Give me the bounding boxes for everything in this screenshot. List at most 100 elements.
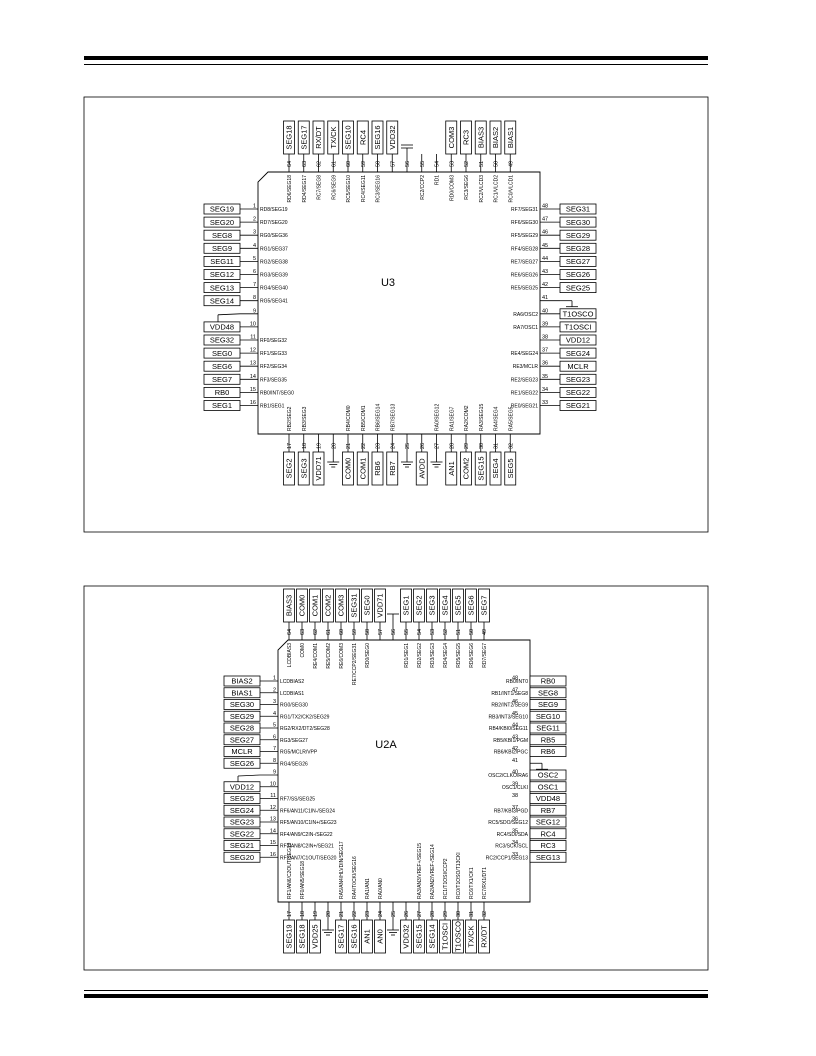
pin-function-label: OSC2/CLKO/RA6 xyxy=(488,773,528,779)
pin-function-label: RC0/T1OSO/T13CKI xyxy=(456,852,462,899)
net-flag: SEG22 xyxy=(223,828,261,840)
net-label: SEG19 xyxy=(285,924,294,948)
pin-function-label: RA0/SEG12 xyxy=(435,404,441,431)
net-label: SEG25 xyxy=(230,794,254,803)
net-label: COM2 xyxy=(462,458,471,480)
net-flag: SEG4 xyxy=(489,451,502,486)
net-flag: SEG12 xyxy=(529,816,567,828)
net-flag: COM1 xyxy=(356,451,369,486)
pin-number: 6 xyxy=(273,734,276,740)
net-label: VDD48 xyxy=(536,794,560,803)
pin-function-label: RA5/SEG5 xyxy=(508,406,514,431)
pin-number: 55 xyxy=(404,629,410,635)
pin-function-label: RB3/SEG3 xyxy=(302,406,308,431)
pin-number: 31 xyxy=(494,443,500,449)
pin-function-label: RD1 xyxy=(435,175,441,185)
net-label: SEG0 xyxy=(363,595,372,615)
net-flag: VDD48 xyxy=(529,793,567,804)
net-flag: AN0 xyxy=(374,919,386,954)
pin-function-label: RA4/SEG4 xyxy=(494,406,500,431)
net-flag: SEG1 xyxy=(400,588,412,623)
net-label: SEG28 xyxy=(230,724,254,733)
pin-number: 62 xyxy=(313,629,319,635)
pin-number: 16 xyxy=(250,400,256,406)
net-flag: AN1 xyxy=(445,451,458,486)
pin-function-label: RE7/SEG27 xyxy=(511,259,538,265)
net-flag: SEG22 xyxy=(559,386,597,398)
pin-number: 26 xyxy=(420,443,426,449)
pin-function-label: RC5/SEG10 xyxy=(346,175,352,203)
net-flag: SEG2 xyxy=(413,588,425,623)
net-flag: COM3 xyxy=(445,120,458,155)
net-flag: TX/CK xyxy=(465,919,477,954)
net-flag: TX/CK xyxy=(327,120,340,155)
net-flag: VDD32 xyxy=(400,919,412,954)
net-label: RC3 xyxy=(540,841,555,850)
pin-number: 12 xyxy=(270,805,276,811)
pin-number: 46 xyxy=(542,230,548,236)
net-flag: SEG5 xyxy=(452,588,464,623)
net-label: SEG4 xyxy=(491,458,500,478)
net-flag: MCLR xyxy=(559,360,597,372)
net-flag: SEG10 xyxy=(529,710,567,722)
net-label: SEG17 xyxy=(299,125,308,149)
pin-number: 8 xyxy=(273,758,276,764)
pin-function-label: RD3/SEG3 xyxy=(430,643,436,668)
pin-number: 58 xyxy=(365,629,371,635)
pin-number: 22 xyxy=(352,911,358,917)
net-label: SEG30 xyxy=(566,218,590,227)
net-flag: SEG6 xyxy=(203,360,241,372)
net-label: SEG24 xyxy=(566,349,590,358)
net-label: MCLR xyxy=(231,747,253,756)
net-flag: SEG21 xyxy=(223,840,261,851)
pin-function-label: RE2/SEG23 xyxy=(511,377,538,383)
net-flag: VDD32 xyxy=(386,120,399,155)
net-label: RX/DT xyxy=(480,925,489,948)
pin-function-label: RG3/SEG39 xyxy=(260,273,288,279)
pin-function-label: RB0/INT0 xyxy=(506,679,528,685)
pin-number: 53 xyxy=(449,161,455,167)
pin-function-label: RA2/AN2/VREF-/SEG14 xyxy=(430,844,436,899)
pin-function-label: RB6/SEG14 xyxy=(376,404,382,431)
pin-top: 56 xyxy=(401,144,413,172)
pin-number: 32 xyxy=(482,911,488,917)
net-flag: SEG13 xyxy=(529,851,567,863)
pin-number: 44 xyxy=(512,723,518,729)
pin-number: 36 xyxy=(512,817,518,823)
pin-function-label: RF0/SEG32 xyxy=(260,338,287,344)
net-flag: SEG26 xyxy=(559,269,597,280)
pin-number: 11 xyxy=(270,793,276,799)
net-flag: SEG16 xyxy=(348,919,360,954)
net-flag: SEG3 xyxy=(426,588,438,623)
net-flag: SEG16 xyxy=(371,120,384,155)
pin-number: 21 xyxy=(346,443,352,449)
net-label: SEG31 xyxy=(566,205,590,214)
pin-function-label: RD2/SEG2 xyxy=(417,643,423,668)
pin-number: 64 xyxy=(287,161,293,167)
pin-function-label: RF1/SEG33 xyxy=(260,351,287,357)
pin-number: 32 xyxy=(508,443,514,449)
pin-number: 60 xyxy=(346,161,352,167)
pin-number: 8 xyxy=(253,295,256,301)
pin-function-label: RG0/SEG36 xyxy=(260,233,288,239)
pin-number: 14 xyxy=(250,374,256,380)
net-label: SEG2 xyxy=(415,595,424,615)
